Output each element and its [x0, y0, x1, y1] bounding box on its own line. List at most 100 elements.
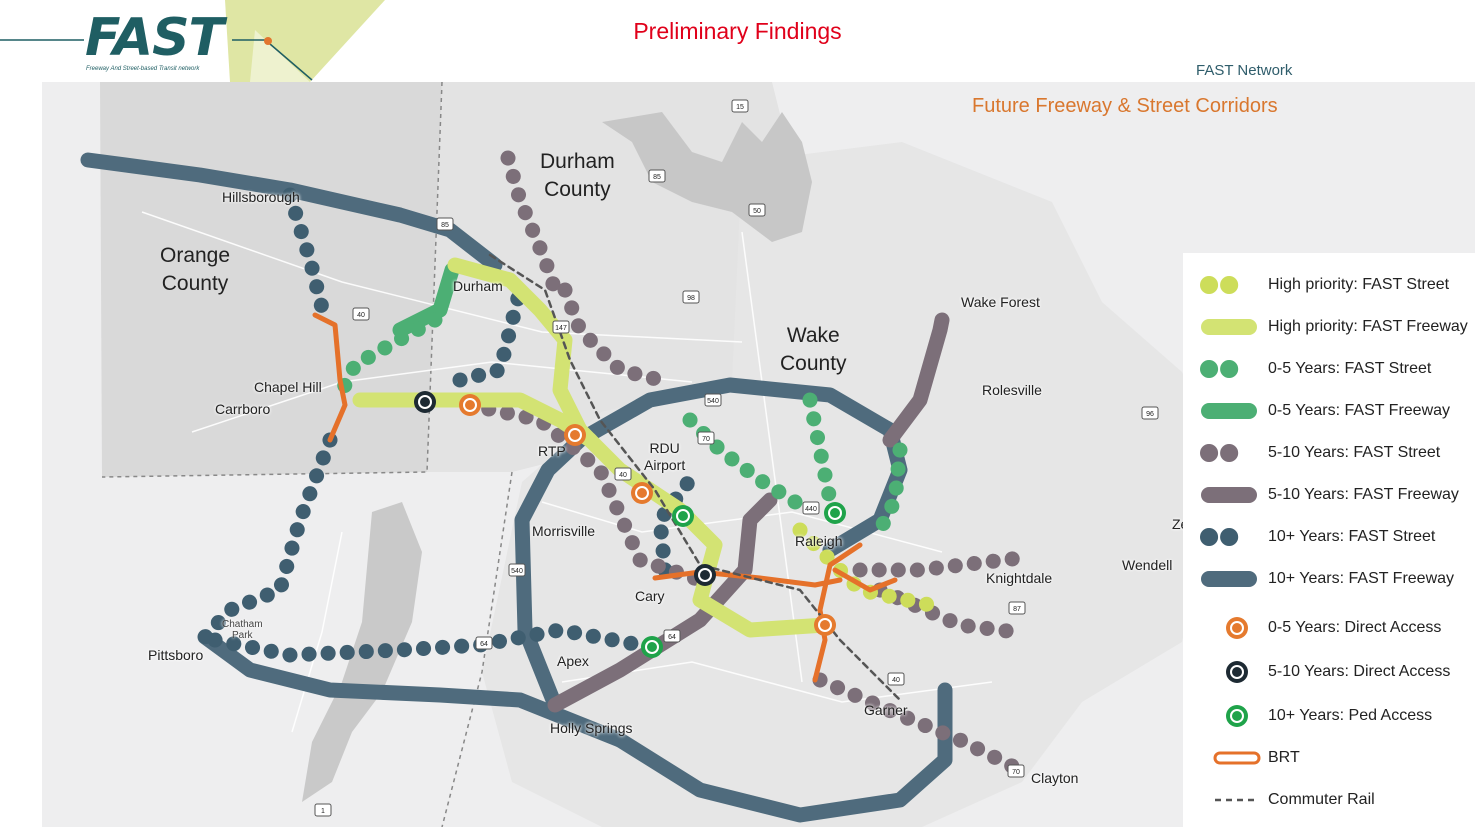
corridor-0to5-street-chapel-hill — [332, 312, 443, 403]
place-carrboro: Carrboro — [215, 401, 271, 417]
route-shield-box — [663, 629, 681, 643]
ped-10plus-apex — [641, 636, 663, 658]
route-shield-number: 540 — [707, 398, 719, 405]
route-shield-box — [508, 563, 526, 577]
route-shield-i85b: 85 — [436, 217, 454, 231]
route-shield-box — [731, 99, 749, 113]
route-shield-box — [802, 501, 820, 515]
access-5to10-cary — [694, 564, 716, 586]
corridor-5to10-street-durham-north — [500, 150, 563, 298]
legend-swatch — [1226, 661, 1248, 683]
route-shield-number: 87 — [1013, 606, 1021, 613]
access-0to5-rdu-ring — [635, 486, 649, 500]
brt-raleigh-south — [812, 542, 863, 683]
legend-item: 10+ Years: FAST Freeway — [1183, 564, 1475, 594]
route-shield-number: 70 — [702, 436, 710, 443]
route-shield-i40: 40 — [352, 307, 370, 321]
route-shield-us70b: 70 — [1007, 764, 1025, 778]
route-shield-box — [648, 169, 666, 183]
county-name: Durham — [540, 150, 615, 173]
legend-item: High priority: FAST Street — [1183, 270, 1475, 300]
route-shield-number: 40 — [357, 312, 365, 319]
corridor-10plus-street-cary — [652, 472, 698, 578]
route-shield-i440: 440 — [802, 501, 820, 515]
route-shield-number: 98 — [687, 295, 695, 302]
legend-label: 0-5 Years: FAST Freeway — [1268, 402, 1451, 419]
place-wake-forest: Wake Forest — [961, 294, 1040, 310]
county-word: County — [161, 272, 229, 295]
corridor-10plus-street-64 — [207, 622, 648, 663]
legend-label: 0-5 Years: FAST Street — [1268, 360, 1432, 377]
place-chatham-line2: Park — [232, 630, 253, 641]
corridor-10plus-freeway-pittsboro — [197, 629, 628, 748]
route-shield-box — [887, 672, 905, 686]
route-shield-box — [704, 393, 722, 407]
access-0to5-garner-ring — [818, 618, 832, 632]
legend-swatch — [1201, 319, 1257, 335]
legend-swatch — [1215, 798, 1259, 802]
route-shield-box — [436, 217, 454, 231]
route-shield-box — [614, 467, 632, 481]
brt-chapel-hill — [312, 312, 348, 443]
corridor-5to10-street-rtp — [462, 397, 708, 588]
route-shield-box — [314, 803, 332, 817]
legend-item: 0-5 Years: FAST Freeway — [1183, 396, 1475, 426]
ped-10plus-rdu-ring — [676, 509, 690, 523]
corridor-hp-freeway-main — [447, 257, 833, 638]
route-shield-number: 147 — [555, 325, 567, 332]
route-shield-box — [682, 290, 700, 304]
route-shield-i540a: 540 — [704, 393, 722, 407]
county-name: Wake — [786, 324, 840, 347]
legend-item: 5-10 Years: FAST Freeway — [1183, 480, 1475, 510]
ped-10plus-rdu — [672, 505, 694, 527]
map-subtitle: Future Freeway & Street Corridors — [972, 95, 1278, 117]
route-shield-number: 40 — [892, 677, 900, 684]
county-word: County — [544, 178, 611, 201]
corridor-0to5-street-raleigh — [802, 392, 838, 508]
legend-item: 0-5 Years: Direct Access — [1183, 613, 1475, 643]
route-shield-number: 540 — [511, 568, 523, 575]
route-shield-i85a: 85 — [648, 169, 666, 183]
legend-swatch — [1200, 528, 1258, 546]
logo-tagline: Freeway And Street-based Transit network — [86, 66, 200, 72]
corridor-10plus-street-southwest — [197, 432, 338, 645]
place-clayton: Clayton — [1031, 770, 1079, 786]
route-shield-i15: 15 — [731, 99, 749, 113]
place-raleigh: Raleigh — [795, 533, 843, 549]
route-shield-box — [748, 203, 766, 217]
map-canvas: 1585855040981475404070440965406464874070… — [80, 82, 1222, 827]
corridor-5to10-street-clayton — [812, 672, 1028, 778]
legend-swatch — [1226, 705, 1248, 727]
access-0to5-garner — [814, 614, 836, 636]
legend-item: 0-5 Years: FAST Street — [1183, 354, 1475, 384]
corridor-0to5-freeway-durham — [392, 262, 460, 338]
route-shield-nc98: 98 — [682, 290, 700, 304]
route-shield-number: 1 — [321, 808, 325, 815]
access-0to5-chapel-hill-ring — [463, 398, 477, 412]
legend-label: 5-10 Years: Direct Access — [1268, 663, 1451, 680]
county-word: County — [780, 352, 847, 375]
route-shield-box — [697, 431, 715, 445]
place-apex: Apex — [557, 653, 589, 669]
county-boundary-2 — [441, 471, 513, 827]
access-5to10-chapel-hill-ring — [418, 395, 432, 409]
header: FAST Freeway And Street-based Transit ne… — [0, 0, 1475, 82]
corridor-10plus-freeway-540 — [514, 377, 908, 713]
place-durham: Durham — [453, 278, 503, 294]
place-garner: Garner — [864, 702, 908, 718]
route-shield-box — [475, 636, 493, 650]
route-shield-nc96: 96 — [1141, 406, 1159, 420]
route-shield-number: 96 — [1146, 411, 1154, 418]
legend-item: BRT — [1183, 743, 1475, 773]
ped-10plus-raleigh-ring — [828, 506, 842, 520]
legend-swatch — [1201, 571, 1257, 587]
route-shield-box — [1007, 764, 1025, 778]
brt-raleigh-east — [832, 567, 898, 593]
ped-10plus-apex-ring — [645, 640, 659, 654]
route-shield-i40b: 40 — [614, 467, 632, 481]
legend-label: BRT — [1268, 749, 1300, 766]
